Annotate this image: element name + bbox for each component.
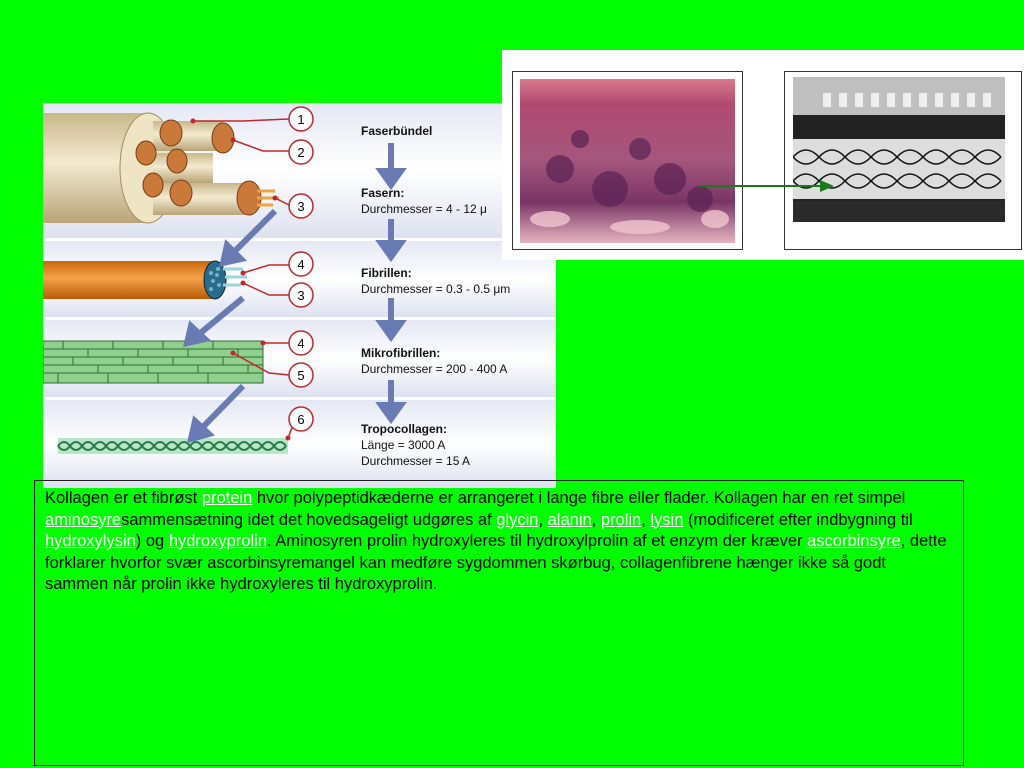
svg-text:6: 6 — [297, 412, 304, 427]
marker-4a: 4 — [288, 251, 314, 277]
link-lysin[interactable]: lysin — [650, 510, 684, 529]
level-tropocollagen: Tropocollagen: Länge = 3000 A Durchmesse… — [361, 421, 470, 469]
text-segment: Kollagen er et fibrøst — [45, 489, 202, 507]
level-detail: Länge = 3000 A — [361, 438, 446, 452]
link-hydroxyprolin[interactable]: hydroxyprolin — [168, 532, 267, 550]
micrograph-image — [793, 77, 1005, 222]
marker-3a: 3 — [288, 193, 314, 219]
svg-text:1: 1 — [297, 112, 304, 127]
text-segment: , dette forklarer hvorfor svær ascorbins… — [45, 532, 947, 593]
level-title: Fibrillen: — [361, 266, 412, 280]
svg-text:3: 3 — [297, 288, 304, 303]
level-title: Fasern: — [361, 186, 405, 200]
marker-group: 1 2 3 4 3 4 5 6 — [288, 106, 314, 432]
level-detail: Durchmesser = 200 - 400 A — [361, 362, 508, 376]
link-ascorbinsyre[interactable]: ascorbinsyre — [807, 532, 901, 550]
svg-text:4: 4 — [297, 336, 304, 351]
text-segment: ) og — [135, 532, 169, 550]
text-segment: hvor polypeptidkæderne er arrangeret i l… — [252, 489, 906, 507]
level-faserbundel: Faserbündel — [361, 123, 432, 139]
marker-6: 6 — [288, 406, 314, 432]
link-hydroxylysin[interactable]: hydroxylysin — [45, 532, 136, 550]
link-prolin[interactable]: prolin — [600, 510, 642, 529]
marker-1: 1 — [288, 106, 314, 132]
svg-text:2: 2 — [297, 145, 304, 160]
text-segment: , — [641, 510, 651, 529]
text-segment: , — [591, 510, 601, 529]
level-detail: Durchmesser = 0.3 - 0.5 μm — [361, 282, 511, 296]
histology-photo — [512, 71, 743, 250]
marker-5: 5 — [288, 362, 314, 388]
level-title: Tropocollagen: — [361, 422, 448, 436]
text-segment: , — [538, 510, 548, 529]
text-segment: . Aminosyren prolin hydroxyleres til hyd… — [266, 532, 808, 550]
image-panel — [502, 50, 1024, 260]
text-segment: sammensætning idet det hovedsageligt udg… — [121, 510, 497, 529]
svg-text:3: 3 — [297, 199, 304, 214]
svg-text:5: 5 — [297, 368, 304, 383]
histology-image — [520, 79, 735, 243]
level-fasern: Fasern: Durchmesser = 4 - 12 μ — [361, 185, 487, 217]
micrograph-photo — [784, 71, 1022, 250]
zoom-arrow — [700, 180, 834, 192]
marker-4b: 4 — [288, 330, 314, 356]
link-protein[interactable]: protein — [201, 489, 253, 507]
tropocollagen-graphic — [57, 438, 288, 454]
link-alanin[interactable]: alanin — [547, 510, 592, 529]
diagram-graphic: 1 2 3 4 3 4 5 6 — [43, 103, 556, 488]
microfibril-graphic — [43, 340, 264, 384]
level-title: Mikrofibrillen: — [361, 346, 441, 360]
collagen-structure-diagram: 1 2 3 4 3 4 5 6 Faserbündel Fasern: Durc… — [43, 103, 556, 488]
level-fibrillen: Fibrillen: Durchmesser = 0.3 - 0.5 μm — [361, 265, 510, 297]
marker-3b: 3 — [288, 282, 314, 308]
transition-arrows — [182, 143, 407, 444]
link-glycin[interactable]: glycin — [496, 510, 539, 529]
svg-text:4: 4 — [297, 257, 304, 272]
level-detail: Durchmesser = 4 - 12 μ — [361, 202, 487, 216]
fiber-bundle-graphic — [43, 112, 279, 224]
level-title: Faserbündel — [361, 124, 433, 138]
marker-2: 2 — [288, 139, 314, 165]
link-aminosyre[interactable]: aminosyre — [45, 510, 122, 529]
text-segment: (modificeret efter indbygning til — [683, 510, 913, 529]
level-detail-2: Durchmesser = 15 A — [361, 454, 471, 468]
fibril-graphic — [43, 260, 247, 300]
description-text: Kollagen er et fibrøst protein hvor poly… — [34, 480, 964, 766]
level-mikrofibrillen: Mikrofibrillen: Durchmesser = 200 - 400 … — [361, 345, 507, 377]
